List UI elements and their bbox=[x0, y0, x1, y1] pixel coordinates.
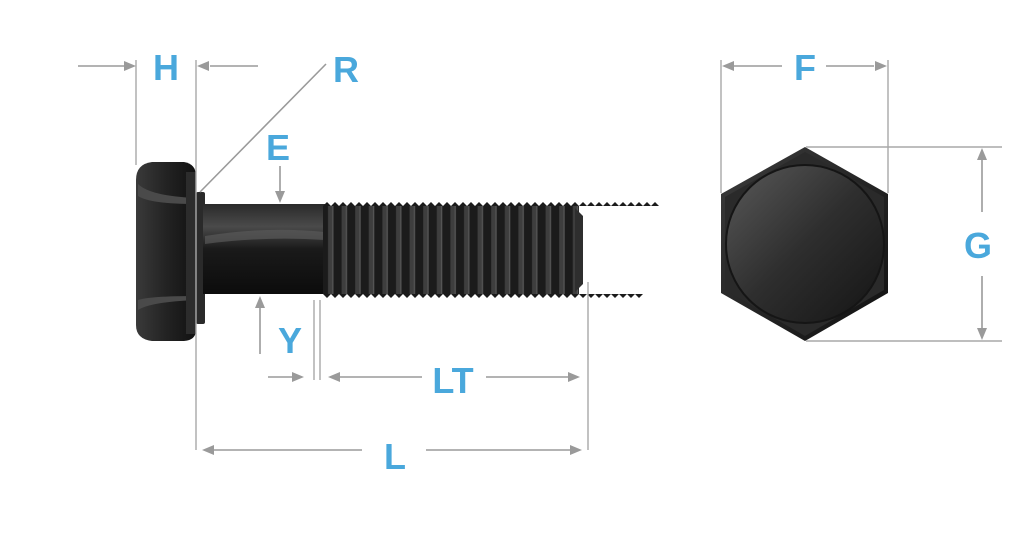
label-y: Y bbox=[278, 320, 302, 361]
bolt-shank-highlight bbox=[205, 229, 325, 244]
dimension-h: H bbox=[78, 47, 258, 450]
dimension-e: E bbox=[266, 127, 290, 203]
bolt-head-face bbox=[186, 172, 196, 334]
label-l: L bbox=[384, 436, 406, 477]
bolt-side-view bbox=[136, 162, 659, 341]
bolt-threads bbox=[323, 206, 579, 294]
dimension-l: L bbox=[202, 436, 582, 477]
dimension-g: G bbox=[806, 146, 1002, 342]
bolt-shank bbox=[203, 204, 325, 294]
bolt-head-facet-bottom bbox=[138, 296, 196, 310]
bolt-end-face bbox=[726, 165, 884, 323]
bolt-end-view bbox=[721, 147, 888, 341]
dimension-y: Y bbox=[255, 296, 321, 382]
label-h: H bbox=[153, 47, 179, 88]
label-r: R bbox=[333, 49, 359, 90]
label-lt: LT bbox=[432, 360, 473, 401]
dimension-r: R bbox=[199, 49, 359, 193]
dimension-f: F bbox=[720, 47, 889, 193]
bolt-tip-chamfer bbox=[575, 208, 583, 292]
label-e: E bbox=[266, 127, 290, 168]
bolt-washer-face bbox=[196, 192, 205, 324]
bolt-thread-crest-bottom bbox=[323, 294, 643, 298]
label-g: G bbox=[964, 225, 992, 266]
label-f: F bbox=[794, 47, 816, 88]
bolt-head-facet-top bbox=[138, 184, 196, 204]
dimension-lt: LT bbox=[328, 282, 589, 450]
bolt-thread-crest-top bbox=[323, 202, 659, 206]
bolt-end-face-rim bbox=[725, 164, 885, 324]
